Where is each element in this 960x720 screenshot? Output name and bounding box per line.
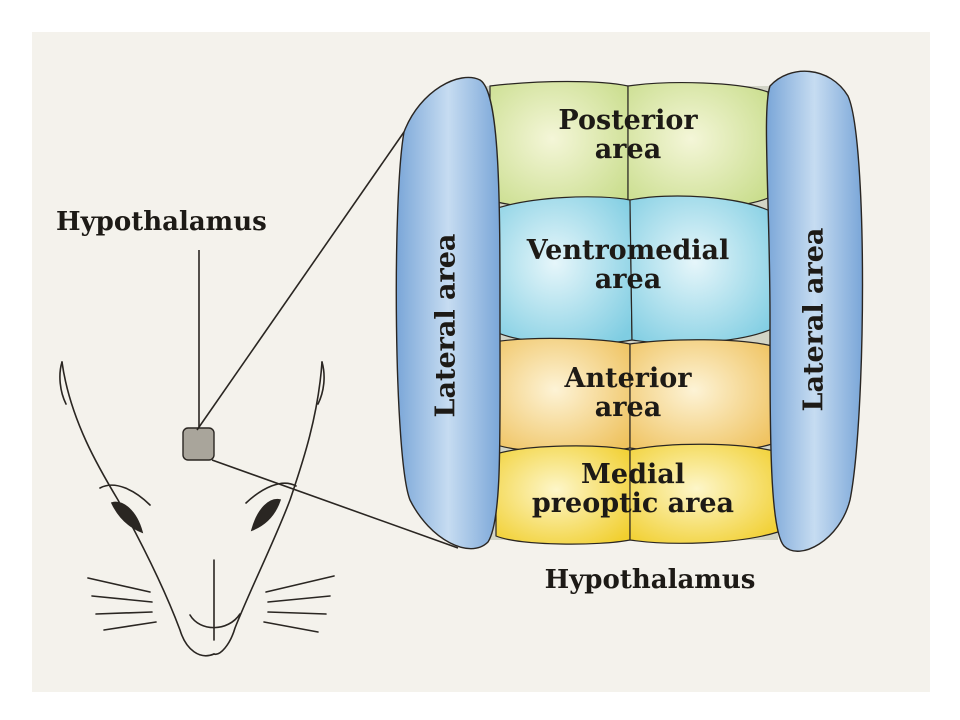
ventromedial-area-line2: area: [594, 264, 662, 296]
rat-brow-left: [99, 484, 151, 506]
anterior-area-line2: area: [594, 392, 662, 424]
lateral-area-left-shape: [395, 76, 501, 550]
anterior-area-shape: [493, 337, 773, 453]
rat-brow-right: [245, 482, 297, 504]
medial-preoptic-area-label: Medial preoptic area: [498, 460, 768, 518]
rat-whisker-2: [91, 595, 153, 603]
rat-whisker-5: [265, 575, 335, 593]
ventromedial-area-label: Ventromedial area: [488, 236, 768, 294]
anterior-area-label: Anterior area: [528, 364, 728, 422]
rat-head-left-outline: [61, 361, 215, 657]
zoom-line-bottom: [211, 459, 459, 549]
rat-whisker-8: [263, 621, 319, 633]
hypothalamus-top-label: Hypothalamus: [56, 207, 267, 237]
rat-whisker-1: [87, 577, 151, 593]
ventromedial-area-line1: Ventromedial: [526, 235, 730, 266]
rat-head-right-outline: [213, 361, 323, 655]
rat-whisker-3: [95, 611, 153, 615]
medial-preoptic-area-line1: Medial: [581, 459, 685, 490]
posterior-area-line2: area: [594, 134, 662, 166]
anterior-area-line1: Anterior: [564, 363, 692, 394]
hypothalamus-marker: [182, 427, 215, 461]
rat-eye-right: [250, 499, 282, 532]
medial-preoptic-area-line2: preoptic area: [531, 488, 735, 520]
lateral-area-right-shape: [765, 70, 864, 552]
rat-head-illustration: [59, 361, 335, 657]
hypothalamus-bottom-label: Hypothalamus: [544, 565, 756, 595]
rat-ear-left: [59, 361, 67, 405]
rat-nose: [189, 613, 241, 629]
posterior-area-line1: Posterior: [558, 105, 698, 136]
rat-whisker-4: [103, 621, 157, 631]
lateral-area-right-label: Lateral area: [798, 227, 830, 412]
rat-whisker-6: [267, 595, 331, 603]
posterior-area-shape: [489, 80, 769, 210]
rat-ear-right: [317, 361, 325, 405]
posterior-area-label: Posterior area: [528, 106, 728, 164]
rat-whisker-7: [267, 611, 327, 615]
lateral-area-left-label: Lateral area: [430, 233, 462, 418]
rat-eye-left: [110, 501, 144, 534]
ventromedial-area-shape: [491, 195, 775, 345]
medial-preoptic-area-shape: [495, 443, 779, 545]
zoom-line-top: [196, 131, 405, 431]
